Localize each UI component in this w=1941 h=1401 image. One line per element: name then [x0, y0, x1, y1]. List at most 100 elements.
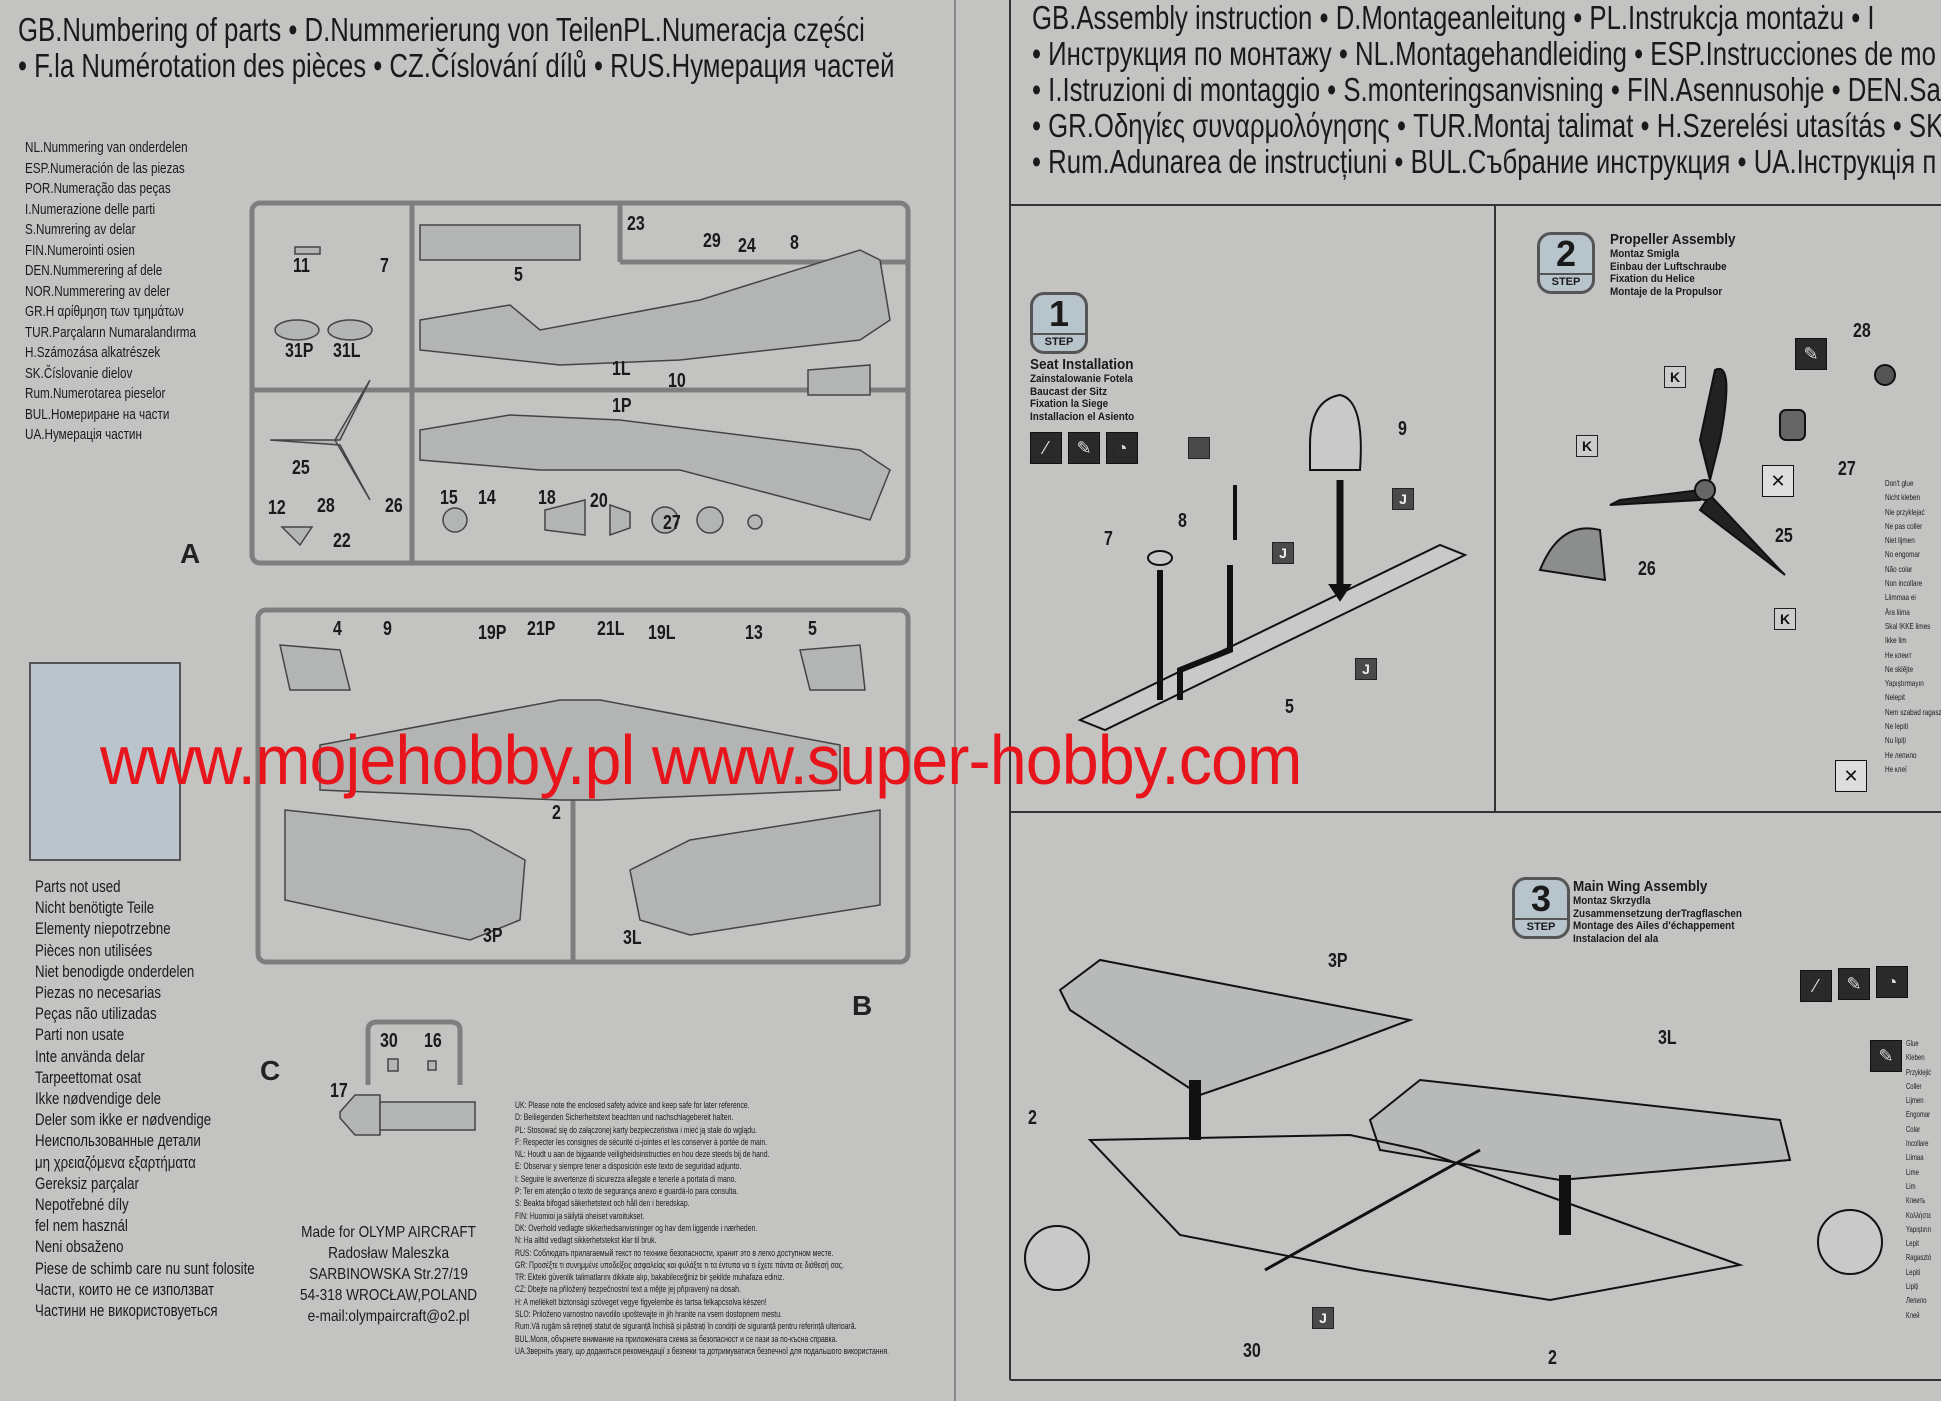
step-title-line: Main Wing Assembly [1573, 878, 1708, 895]
step-number: 3 [1530, 878, 1552, 919]
step-title-line: Installacion el Asiento [1030, 410, 1135, 423]
list-line: Kleben [1906, 1052, 1925, 1063]
step-label: STEP [1540, 273, 1592, 289]
list-line: D: Beiliegenden Sicherheitstext beachten… [515, 1112, 734, 1124]
step-number: 2 [1555, 233, 1577, 274]
list-line: GR: Προσέξτε τι συνημμένε υποδείξεις ασφ… [515, 1259, 845, 1271]
part-number: 5 [514, 264, 523, 286]
list-line: NL.Nummering van onderdelen [25, 139, 188, 156]
list-line: e-mail:olympaircraft@o2.pl [307, 1308, 470, 1325]
fuselage-left [419, 249, 891, 366]
step-title-line: Montage des Ailes d'échappement [1573, 920, 1735, 932]
callout: 3P [1328, 950, 1348, 972]
part-number: 3L [623, 927, 642, 949]
list-line: Неиспользованные детали [35, 1131, 201, 1151]
list-line: Yapıştırmayın [1885, 678, 1924, 689]
list-line: I.Numerazione delle parti [25, 200, 156, 218]
list-line: Colar [1906, 1123, 1921, 1134]
list-line: BUL.Номериране на части [25, 405, 170, 423]
list-line: DEN.Nummerering af dele [25, 262, 163, 279]
callout: 27 [1838, 458, 1856, 480]
list-line: Made for OLYMP AIRCRAFT [301, 1224, 476, 1241]
list-line: Don't glue [1885, 478, 1914, 488]
list-line: Piezas no necesarias [35, 983, 162, 1003]
step2-art [1538, 364, 1896, 582]
list-line: Neni obsaženo [35, 1237, 124, 1257]
list-line: NL: Houdt u aan de bijgaande veiligheids… [515, 1149, 770, 1161]
list-line: Ne sklějte [1885, 663, 1913, 674]
knife-icon: ⁄ [1030, 432, 1062, 464]
step1-art [1077, 393, 1468, 732]
part-number: 2 [552, 802, 561, 824]
list-line: E: Observar y siempre tener a disposició… [515, 1161, 742, 1173]
list-line: Skal IKKE limes [1885, 620, 1931, 631]
list-line: Nelepit [1885, 692, 1905, 703]
header-line: • GR.Οδηγίες συναρμολόγησης • TUR.Montaj… [1032, 107, 1941, 144]
list-line: Nicht benötigte Teile [35, 898, 155, 918]
wing-3l [629, 809, 881, 936]
list-line: NOR.Nummerering av deler [25, 282, 170, 300]
color-callout: K [1664, 366, 1686, 388]
step-title-line: Fixation la Siege [1030, 398, 1109, 410]
list-line: Не лепило [1885, 749, 1917, 760]
part-number: 30 [380, 1030, 398, 1052]
sprue-a-frame [249, 200, 911, 566]
seat [1309, 393, 1362, 471]
part-number: 24 [738, 235, 756, 257]
wing-3l-art [1368, 1078, 1792, 1182]
part-number: 19P [478, 622, 507, 644]
no-glue-icon: ✕ [1835, 760, 1867, 792]
list-line: Przyklejić [1906, 1066, 1932, 1077]
list-line: GR.H αρίθμηση των τμημάτων [25, 303, 184, 320]
callout: 26 [1638, 558, 1656, 580]
color-callout: J [1312, 1307, 1334, 1329]
part-number: 26 [385, 495, 403, 517]
list-line: Lime [1906, 1166, 1919, 1177]
color-callout: J [1272, 542, 1294, 564]
part-number: 3P [483, 925, 503, 947]
list-line: S: Beakta bifogad säkerhetstext och håll… [515, 1198, 690, 1210]
wing-3p-art [1058, 958, 1414, 1097]
list-line: No engomar [1885, 549, 1921, 560]
list-line: Tarpeettomat osat [35, 1067, 142, 1087]
callout: 8 [1178, 510, 1187, 532]
part-number: 8 [790, 232, 799, 254]
list-line: UA.Зверніть увагу, що додаються рекоменд… [515, 1345, 889, 1357]
sprue-c-letter: C [260, 1055, 281, 1086]
step-title-line: Fixation du Helice [1610, 273, 1695, 285]
list-line: Glue [1906, 1038, 1919, 1048]
fuselage-right [419, 414, 891, 521]
callout: 25 [1775, 525, 1793, 547]
list-line: Ne lepiti [1885, 721, 1909, 732]
step-title-line: Zusammensetzung derTragflaschen [1573, 907, 1742, 920]
clock-icon: ◔ [1876, 966, 1908, 998]
color-callout: J [1392, 488, 1414, 510]
sprue-c-parts [339, 1019, 476, 1136]
list-line: Lepit [1906, 1238, 1919, 1249]
list-line: I: Seguire le avvertenze di sicurezza al… [515, 1173, 737, 1185]
part-number: 31P [285, 340, 314, 362]
callout: 5 [1285, 696, 1294, 718]
list-line: Ragasztó [1906, 1252, 1932, 1263]
step-2-badge: 2 STEP [1537, 232, 1595, 294]
part-number: 5 [808, 618, 817, 640]
part-number: 15 [440, 487, 458, 509]
list-line: Κολλήστε [1906, 1209, 1932, 1220]
list-line: μη χρειαζόμενα εξαρτήματα [35, 1152, 196, 1172]
cockpit-floor [1077, 543, 1468, 732]
part-number: 21L [597, 618, 625, 640]
header-line: GB.Numbering of parts • D.Nummerierung v… [18, 11, 865, 48]
list-line: SARBINOWSKA Str.27/19 [309, 1266, 468, 1283]
list-line: Ikke nødvendige dele [35, 1089, 162, 1109]
list-line: 54-318 WROCŁAW,POLAND [300, 1287, 478, 1304]
list-line: Частини не використовуеться [35, 1301, 218, 1321]
step-number: 1 [1048, 293, 1070, 334]
list-line: Niet benodigde onderdelen [35, 961, 195, 981]
callout: 2 [1548, 1347, 1557, 1369]
list-line: Niet lijmen [1885, 535, 1915, 546]
list-line: Piese de schimb care nu sunt folosite [35, 1258, 255, 1278]
part-number: 18 [538, 487, 556, 509]
